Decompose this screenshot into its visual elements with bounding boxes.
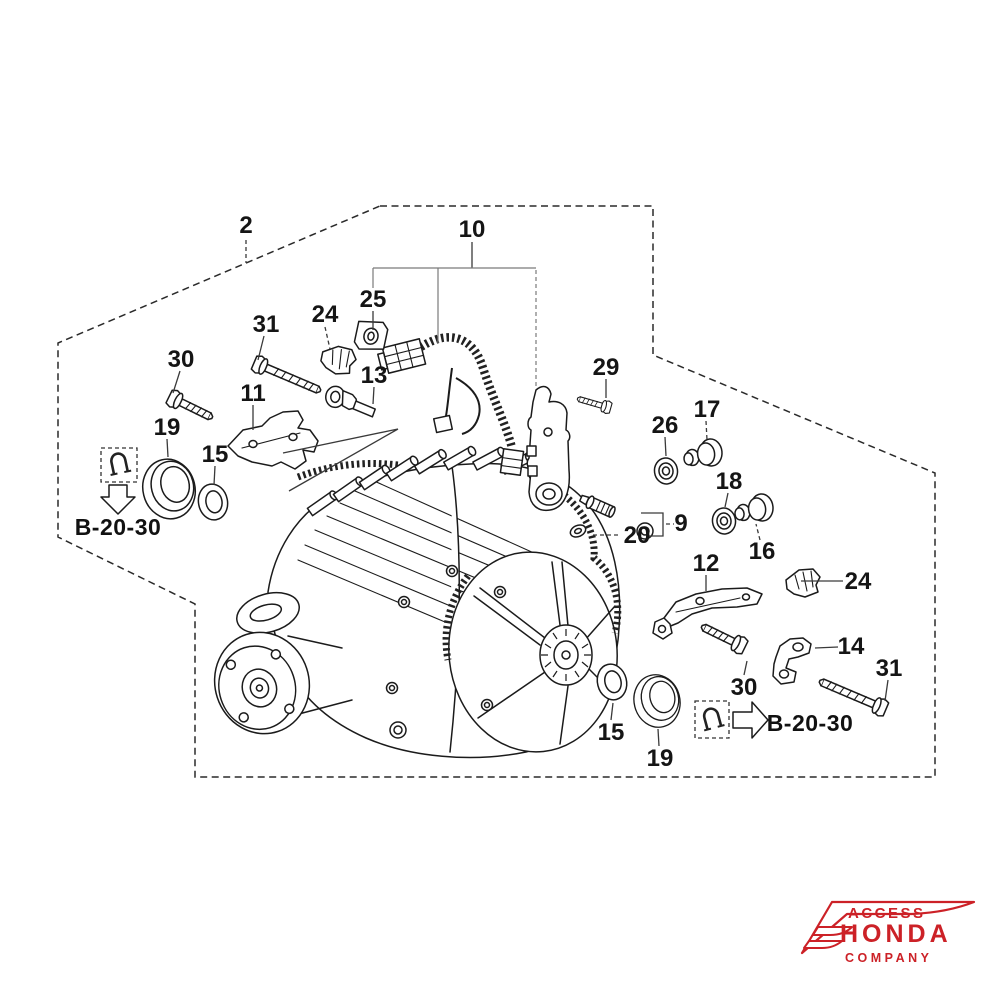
leader-lines <box>166 240 889 747</box>
part-16-grommet <box>732 492 776 525</box>
harness-assembly <box>377 333 571 512</box>
part-label-9: 9 <box>674 510 687 537</box>
part-label-30-left: 30 <box>168 346 195 373</box>
logo-text-honda: HONDA <box>840 920 952 948</box>
part-20-breather <box>569 494 616 538</box>
part-30-bolt-right <box>697 617 750 657</box>
part-label-25: 25 <box>360 286 387 313</box>
part-17-grommet <box>681 437 725 470</box>
ref-b-20-30-right: B-20-30 <box>767 710 854 736</box>
part-label-20: 20 <box>624 522 651 549</box>
part-11-bracket <box>227 410 319 470</box>
part-label-26: 26 <box>652 412 679 439</box>
rear-cover <box>442 551 619 753</box>
part-label-10: 10 <box>459 216 486 243</box>
part-label-12: 12 <box>693 550 720 577</box>
differential-housing <box>213 445 622 759</box>
part-24-clip-left <box>316 340 360 380</box>
part-26-washer <box>652 455 680 487</box>
part-label-2: 2 <box>239 212 252 239</box>
part-label-31-left: 31 <box>253 311 280 338</box>
part-24-clip-right <box>785 568 821 598</box>
part-label-19-left: 19 <box>154 414 181 441</box>
ref-marker-left <box>100 447 138 515</box>
u-clip-icon <box>697 704 726 732</box>
logo-text-access: ACCESS <box>848 905 926 922</box>
part-18-washer <box>710 505 738 537</box>
part-label-31-right: 31 <box>876 655 903 682</box>
part-label-19-right: 19 <box>647 745 674 772</box>
ref-b-20-30-left: B-20-30 <box>75 514 162 540</box>
part-label-14: 14 <box>838 633 865 660</box>
right-arrow-icon <box>732 701 769 739</box>
axle-flange <box>213 631 353 735</box>
part-label-16: 16 <box>749 538 776 565</box>
part-9-oring <box>636 522 654 540</box>
part-15-oring-left <box>194 481 232 523</box>
part-label-29: 29 <box>593 354 620 381</box>
harness-cover-plate <box>526 385 571 512</box>
part-25-connector <box>353 320 389 350</box>
part-label-15-right: 15 <box>598 719 625 746</box>
u-clip-icon <box>105 450 133 477</box>
part-label-11: 11 <box>240 380 265 407</box>
part-13-sensor <box>325 385 376 418</box>
part-label-15-left: 15 <box>202 441 229 468</box>
part-label-13: 13 <box>361 362 388 389</box>
part-29-bolt <box>575 391 614 415</box>
part-19-seal-right <box>627 669 687 733</box>
ref-marker-right <box>694 700 769 739</box>
wing-icon <box>800 900 976 955</box>
part-label-18: 18 <box>716 468 743 495</box>
part-label-30-right: 30 <box>731 674 758 701</box>
mounting-pad <box>236 591 300 635</box>
access-honda-logo: ACCESS HONDA COMPANY <box>788 893 988 985</box>
logo-text-company: COMPANY <box>845 951 933 965</box>
cover-studs <box>306 445 560 517</box>
part-label-17: 17 <box>694 396 721 423</box>
part-12-bracket <box>652 587 763 640</box>
assembly-boundary-outline <box>57 205 936 778</box>
down-arrow-icon <box>100 484 136 515</box>
part-14-bracket <box>772 637 812 685</box>
part-label-24-left: 24 <box>312 301 339 328</box>
part-label-24-right: 24 <box>845 568 872 595</box>
